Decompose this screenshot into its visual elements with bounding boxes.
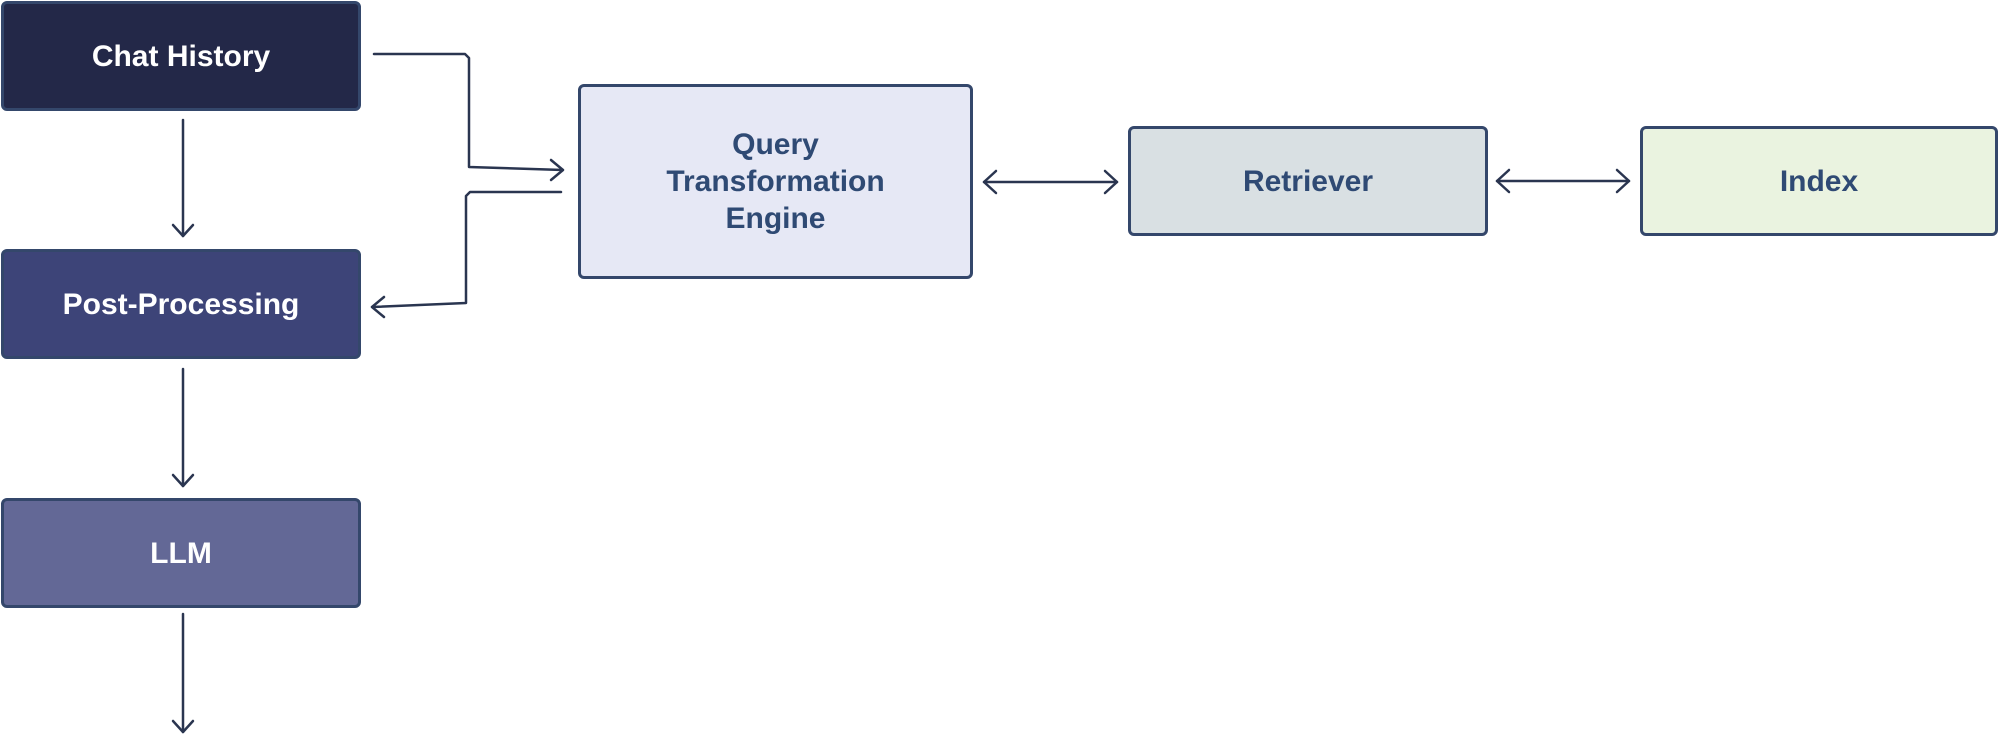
index-label: Index	[1779, 164, 1859, 198]
chat-history-node: Chat History	[1, 1, 361, 111]
edge-llm-to-output	[171, 612, 195, 734]
edge-query-engine-to-post-processing	[370, 190, 563, 319]
edge-post-processing-to-llm	[171, 367, 195, 488]
edge-retriever-index	[1495, 168, 1631, 194]
query-transformation-engine-node: Query Transformation Engine	[578, 84, 973, 279]
edge-query-engine-retriever	[982, 169, 1119, 195]
chat-history-label: Chat History	[91, 39, 271, 73]
retriever-label: Retriever	[1242, 164, 1374, 198]
llm-label: LLM	[150, 536, 212, 570]
post-processing-label: Post-Processing	[62, 287, 300, 321]
edge-chat-history-to-query-engine	[372, 52, 565, 182]
query-transformation-engine-label: Query Transformation Engine	[666, 128, 885, 235]
retriever-node: Retriever	[1128, 126, 1488, 236]
index-node: Index	[1640, 126, 1998, 236]
post-processing-node: Post-Processing	[1, 249, 361, 359]
llm-node: LLM	[1, 498, 361, 608]
edge-chat-history-to-post-processing	[171, 118, 195, 238]
